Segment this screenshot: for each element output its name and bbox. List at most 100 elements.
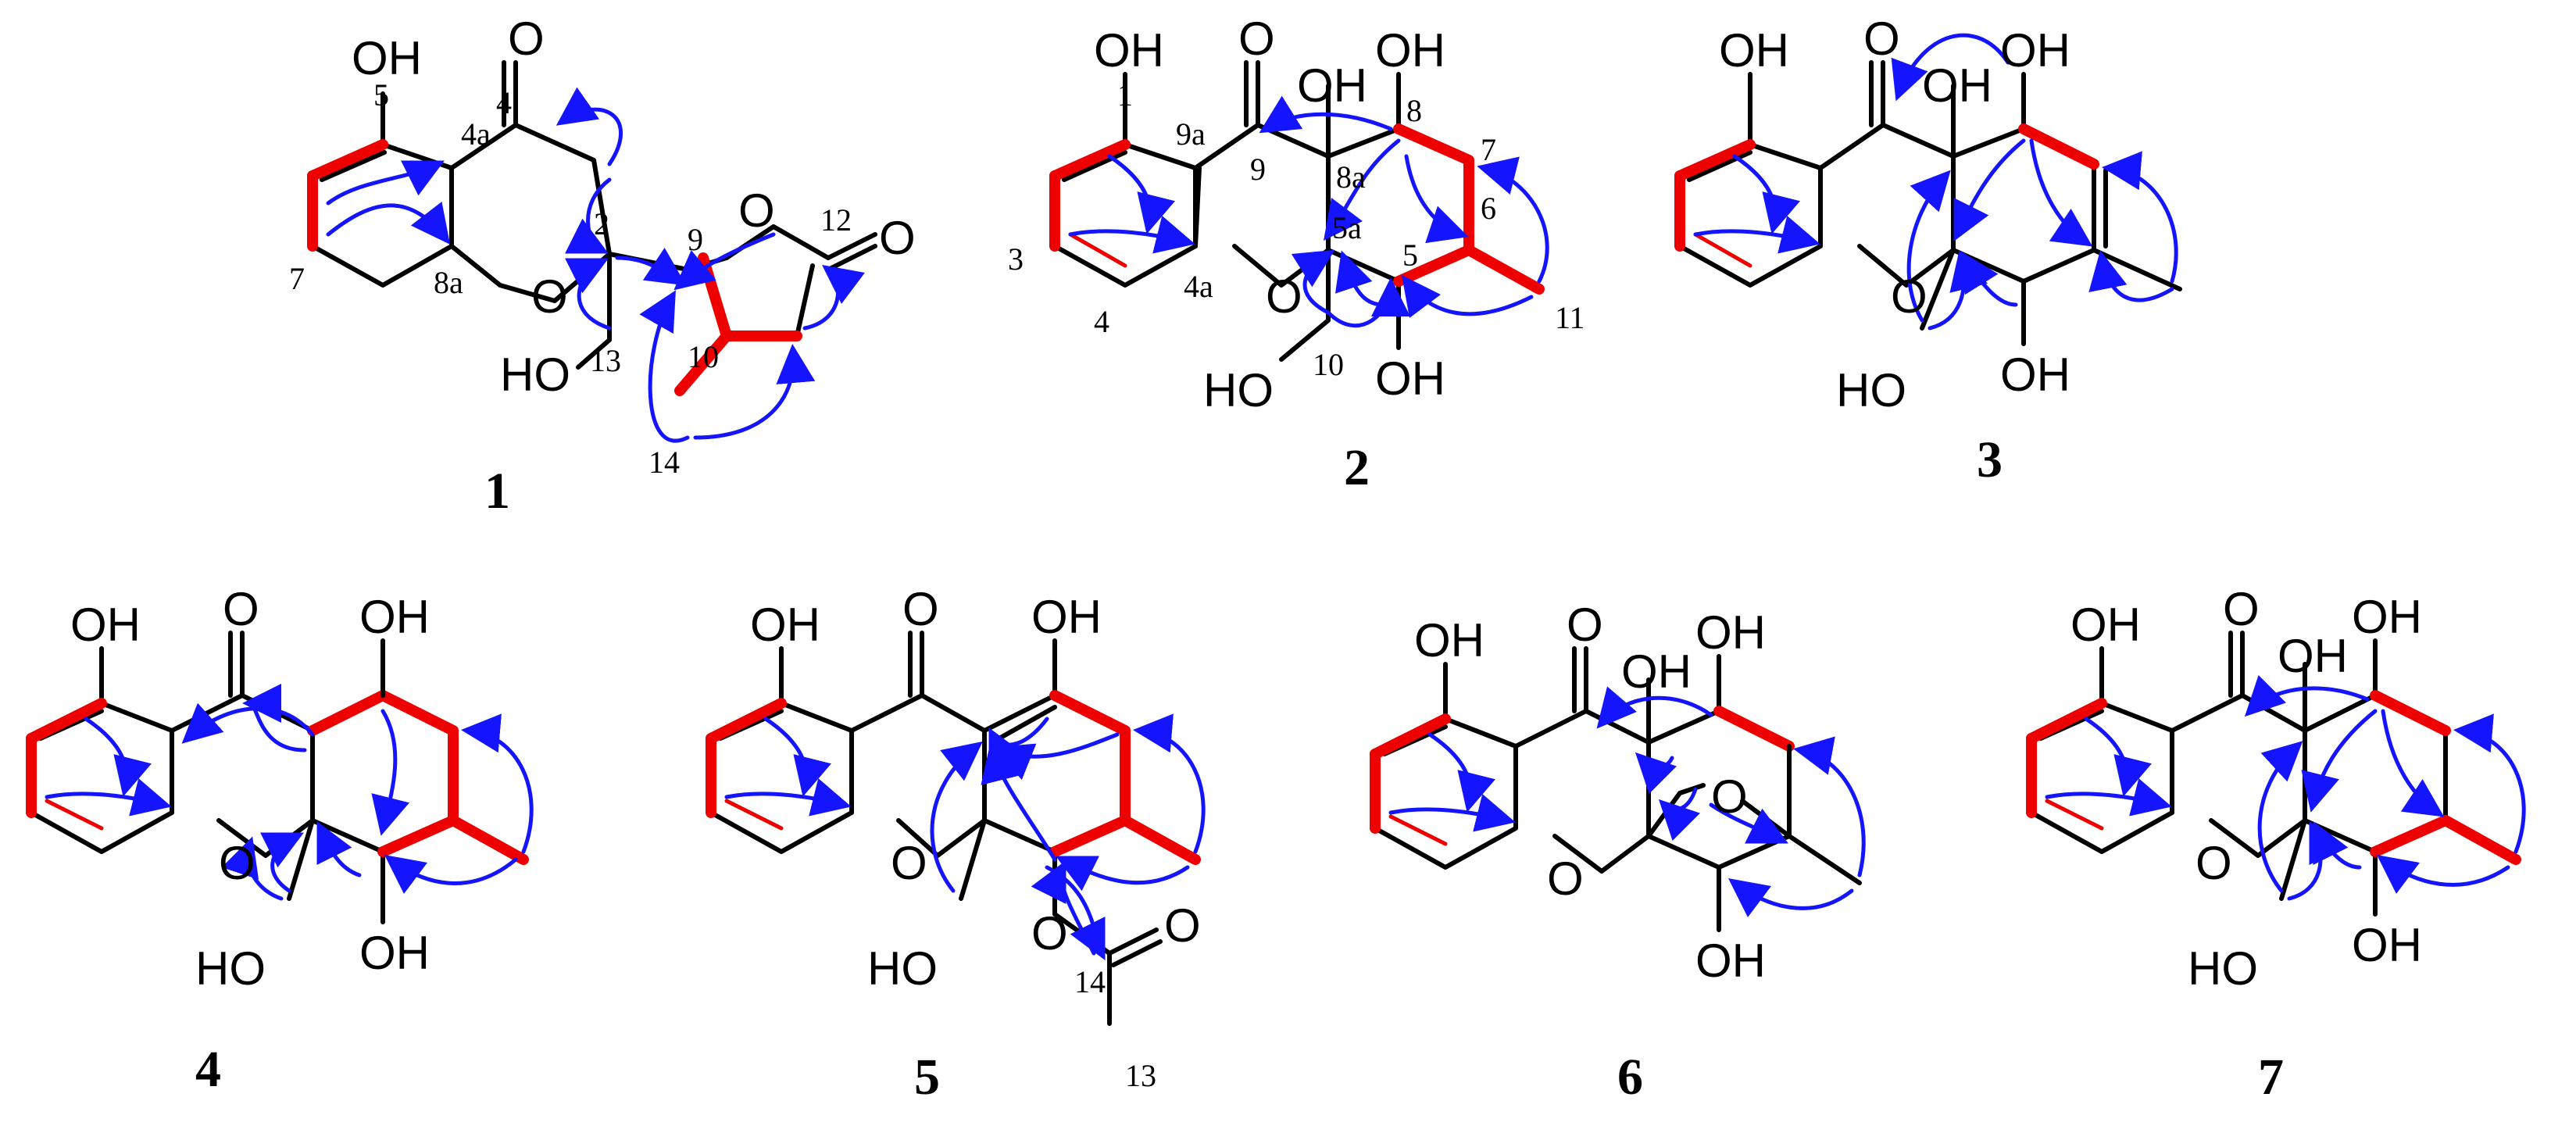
compound-4-hmbc bbox=[45, 684, 534, 901]
atom-label: HO bbox=[500, 348, 570, 401]
compound-7-hmbc bbox=[2045, 675, 2526, 901]
position-number: 11 bbox=[1555, 300, 1585, 335]
compound-3-labels: OH O OH OH O OH HO 3 bbox=[1719, 13, 2070, 488]
atom-label: OH bbox=[359, 591, 430, 643]
compound-number: 2 bbox=[1344, 439, 1370, 496]
atom-label: O bbox=[531, 270, 568, 323]
position-number: 2 bbox=[594, 206, 609, 241]
compound-7-bonds bbox=[2026, 631, 2521, 917]
atom-label: OH bbox=[1375, 24, 1445, 77]
atom-label: OH bbox=[2070, 599, 2141, 651]
atom-label: O bbox=[879, 212, 916, 264]
atom-label: HO bbox=[1203, 364, 1274, 416]
compound-1: OH O O O O HO 5 4a 4 7 8a 2 9 12 13 10 1… bbox=[289, 13, 916, 520]
position-number: 8a bbox=[434, 265, 463, 300]
compound-4: OH O OH O OH HO 4 bbox=[26, 583, 534, 1098]
position-number: 9a bbox=[1176, 116, 1206, 152]
compound-number: 3 bbox=[1977, 431, 2003, 488]
atom-label: O bbox=[891, 837, 927, 889]
compound-number: 7 bbox=[2258, 1049, 2284, 1106]
position-number: 10 bbox=[688, 339, 719, 374]
compound-6-hmbc bbox=[1388, 686, 1866, 917]
atom-label: O bbox=[508, 13, 545, 65]
atom-label: O bbox=[902, 583, 939, 635]
atom-label: OH bbox=[70, 599, 141, 651]
atom-label: OH bbox=[1297, 59, 1367, 112]
atom-label: O bbox=[1238, 13, 1275, 65]
position-number: 6 bbox=[1481, 191, 1496, 226]
position-number: 10 bbox=[1313, 347, 1344, 382]
position-number: 4a bbox=[461, 116, 491, 152]
position-number: 4 bbox=[496, 85, 512, 120]
compound-5-hmbc bbox=[724, 713, 1206, 960]
position-number: 8 bbox=[1406, 93, 1422, 128]
compound-2: OH O OH OH O OH HO 1 9a 9 8a 8 7 3 5a 5 … bbox=[1008, 13, 1585, 496]
atom-label: O bbox=[1891, 270, 1928, 323]
atom-label: OH bbox=[1621, 645, 1692, 698]
atom-label: HO bbox=[1836, 364, 1906, 416]
position-number: 13 bbox=[590, 343, 621, 378]
compound-number: 4 bbox=[195, 1041, 221, 1098]
position-number: 4 bbox=[1094, 304, 1109, 339]
compound-2-labels: OH O OH OH O OH HO 1 9a 9 8a 8 7 3 5a 5 … bbox=[1008, 13, 1585, 496]
compound-4-labels: OH O OH O OH HO 4 bbox=[70, 583, 430, 1098]
atom-label: O bbox=[1031, 907, 1068, 960]
compound-3-bonds bbox=[1674, 60, 2182, 346]
compound-6: OH O OH OH O O OH 6 bbox=[1370, 599, 1866, 1106]
position-number: 7 bbox=[1481, 132, 1496, 167]
position-number: 13 bbox=[1125, 1058, 1156, 1093]
atom-label: OH bbox=[2278, 630, 2348, 682]
atom-label: OH bbox=[1414, 614, 1485, 667]
atom-label: OH bbox=[2000, 24, 2070, 77]
atom-label: OH bbox=[1094, 24, 1164, 77]
atom-label: O bbox=[2223, 583, 2260, 635]
atom-label: HO bbox=[867, 942, 938, 995]
atom-label: OH bbox=[352, 32, 422, 84]
atom-label: OH bbox=[1031, 591, 1102, 643]
compound-7-labels: OH O OH OH O OH HO 7 bbox=[2070, 583, 2422, 1106]
position-number: 9 bbox=[688, 222, 703, 257]
atom-label: O bbox=[219, 837, 255, 889]
atom-label: HO bbox=[195, 942, 266, 995]
atom-label: O bbox=[223, 583, 259, 635]
position-number: 3 bbox=[1008, 241, 1024, 277]
compound-5: OH O OH O O O HO 14 13 5 bbox=[706, 583, 1206, 1106]
atom-label: OH bbox=[2352, 591, 2422, 643]
compound-1-labels: OH O O O O HO 5 4a 4 7 8a 2 9 12 13 10 1… bbox=[289, 13, 916, 520]
atom-label: O bbox=[1567, 599, 1603, 651]
atom-label: O bbox=[738, 184, 775, 237]
compound-number: 1 bbox=[484, 463, 510, 520]
position-number: 7 bbox=[289, 261, 305, 296]
atom-label: HO bbox=[2188, 942, 2258, 995]
position-number: 9 bbox=[1250, 152, 1266, 187]
position-number: 5 bbox=[373, 77, 389, 113]
compound-6-bonds bbox=[1370, 646, 1862, 932]
compound-number: 6 bbox=[1617, 1049, 1643, 1106]
compound-3: OH O OH OH O OH HO 3 bbox=[1674, 13, 2182, 488]
position-number: 8a bbox=[1336, 159, 1366, 195]
atom-label: O bbox=[2195, 837, 2232, 889]
atom-label: OH bbox=[1695, 935, 1766, 987]
compound-5-labels: OH O OH O O O HO 14 13 5 bbox=[750, 583, 1201, 1106]
position-number: 1 bbox=[1117, 77, 1133, 113]
atom-label: OH bbox=[1719, 24, 1789, 77]
position-number: 5 bbox=[1402, 238, 1418, 273]
position-number: 4a bbox=[1184, 269, 1213, 304]
position-number: 14 bbox=[1074, 964, 1106, 999]
atom-label: OH bbox=[2000, 348, 2070, 401]
atom-label: O bbox=[1164, 899, 1201, 952]
position-number: 5a bbox=[1332, 210, 1362, 245]
atom-label: O bbox=[1547, 852, 1584, 905]
atom-label: OH bbox=[1922, 59, 1992, 112]
position-number: 14 bbox=[648, 445, 680, 480]
atom-label: O bbox=[1711, 770, 1748, 823]
atom-label: OH bbox=[1695, 606, 1766, 659]
compound-6-labels: OH O OH OH O O OH 6 bbox=[1414, 599, 1766, 1106]
atom-label: O bbox=[1266, 270, 1302, 323]
position-number: 12 bbox=[820, 202, 852, 238]
compound-1-hmbc bbox=[326, 87, 865, 443]
atom-label: OH bbox=[1375, 352, 1445, 405]
compound-7: OH O OH OH O OH HO 7 bbox=[2026, 583, 2526, 1106]
atom-label: O bbox=[1863, 13, 1900, 65]
